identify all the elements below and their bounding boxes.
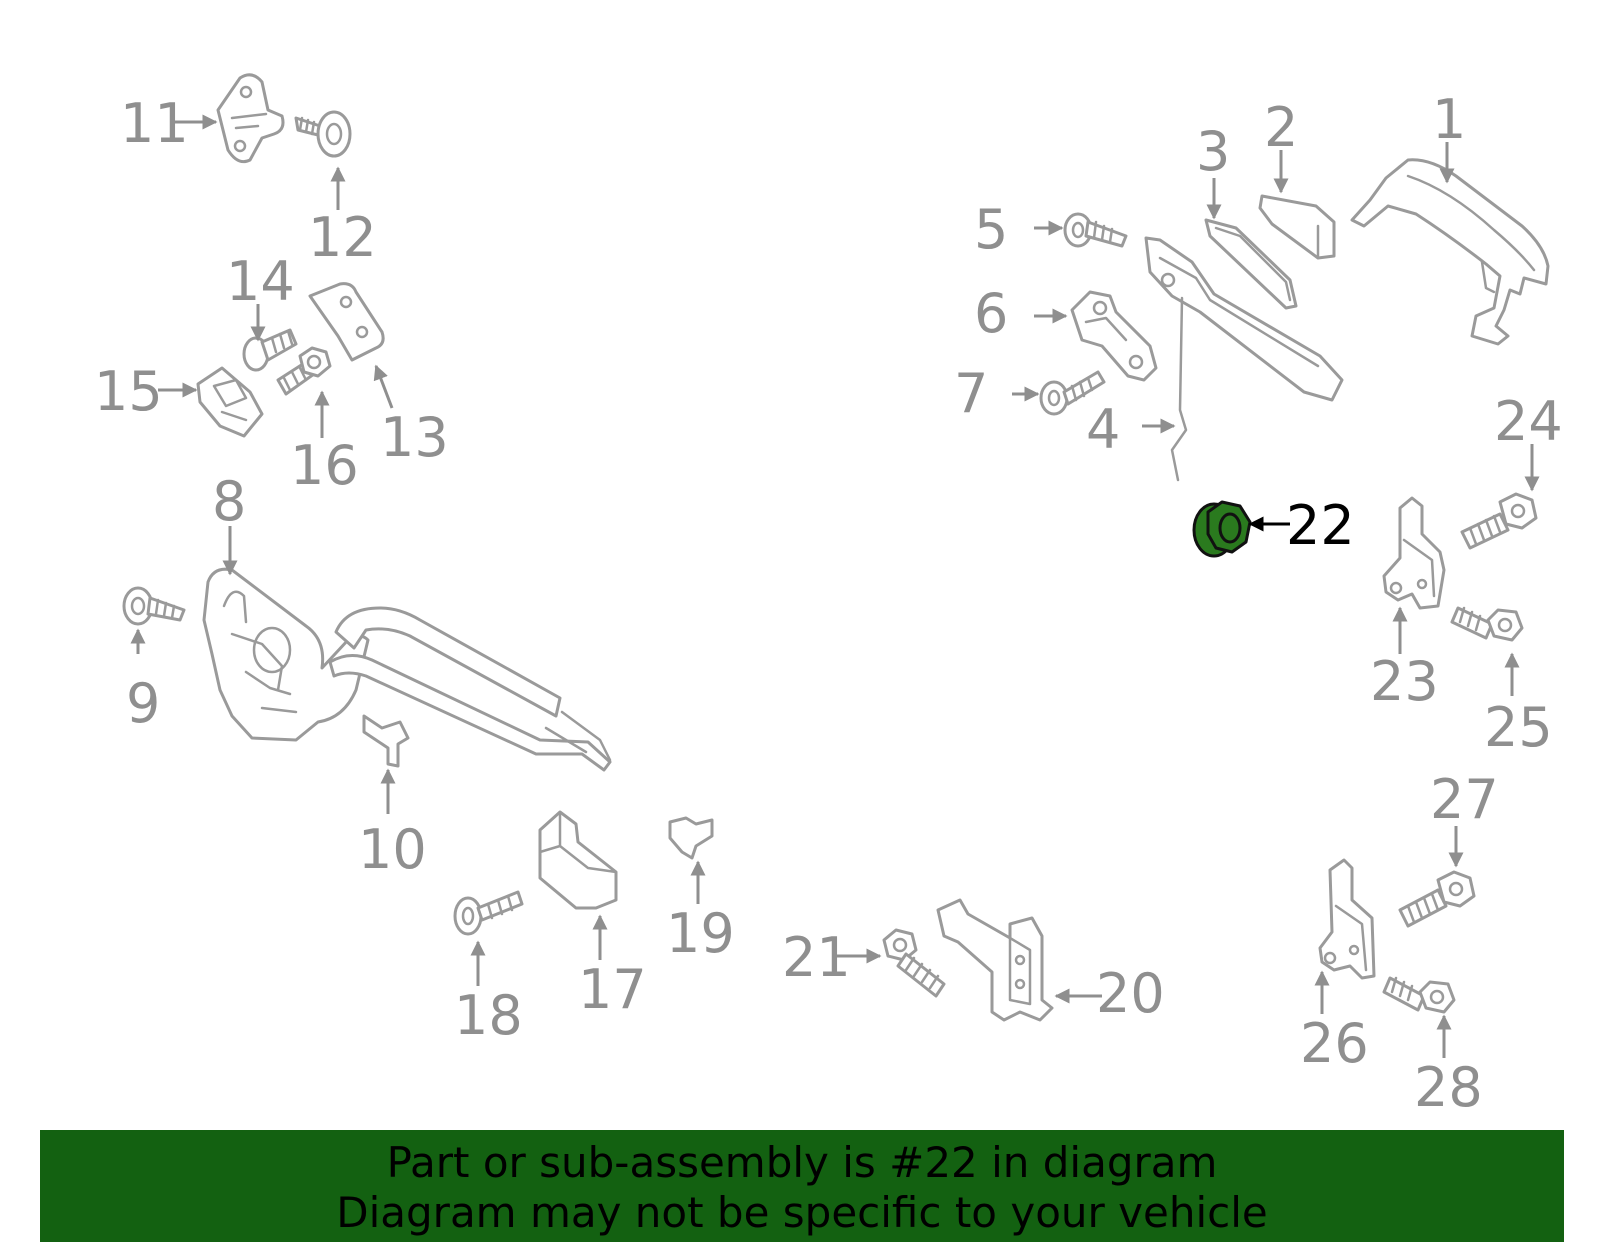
part-3-gasket[interactable]: [1204, 218, 1298, 310]
part-15-latch-bracket[interactable]: [196, 366, 264, 438]
part-11-striker[interactable]: [216, 73, 285, 164]
callout-23: 23: [1370, 650, 1439, 713]
callout-17: 17: [578, 958, 647, 1021]
banner-line-1: Part or sub-assembly is #22 in diagram: [386, 1138, 1218, 1187]
callout-20: 20: [1096, 962, 1165, 1025]
part-5-screw[interactable]: [1063, 212, 1128, 248]
part-7-screw[interactable]: [1039, 370, 1106, 416]
callout-15: 15: [94, 360, 163, 423]
part-16-bolt[interactable]: [276, 346, 332, 396]
callout-18: 18: [454, 984, 523, 1047]
callout-labels: 1 2 3 4 5 6 7 8 9 10 11 12 13 14 15 16 1…: [94, 88, 1563, 1119]
part-2-pad[interactable]: [1258, 194, 1336, 260]
part-28-bolt[interactable]: [1382, 976, 1456, 1014]
callout-21: 21: [782, 926, 851, 989]
part-19-clip[interactable]: [668, 816, 714, 860]
part-17-cover[interactable]: [538, 810, 618, 910]
callout-arrows: [130, 114, 1540, 1058]
callout-25: 25: [1484, 696, 1553, 759]
part-18-screw[interactable]: [453, 890, 524, 936]
callout-26: 26: [1300, 1012, 1369, 1075]
part-26-hinge[interactable]: [1318, 858, 1376, 980]
part-6-carrier[interactable]: [1070, 290, 1158, 382]
callout-12: 12: [308, 206, 377, 269]
callout-8: 8: [212, 470, 246, 533]
callout-27: 27: [1430, 768, 1499, 831]
part-25-bolt[interactable]: [1450, 606, 1524, 642]
part-13-bracket[interactable]: [308, 282, 385, 362]
part-12-screw[interactable]: [294, 110, 352, 158]
callout-11: 11: [120, 92, 189, 155]
callout-7: 7: [954, 362, 988, 425]
callout-9: 9: [126, 672, 160, 735]
callout-1: 1: [1432, 88, 1466, 151]
callout-14: 14: [226, 250, 295, 313]
callout-3: 3: [1196, 120, 1230, 183]
part-9-screw[interactable]: [122, 586, 186, 626]
part-20-door-check[interactable]: [936, 898, 1054, 1022]
callout-6: 6: [974, 282, 1008, 345]
callout-22-highlighted: 22: [1286, 494, 1355, 557]
callout-10: 10: [358, 818, 427, 881]
part-27-bolt[interactable]: [1398, 870, 1476, 928]
part-14-bolt[interactable]: [242, 328, 298, 372]
part-23-hinge[interactable]: [1382, 496, 1446, 610]
callout-19: 19: [666, 902, 735, 965]
part-4-rod[interactable]: [1144, 236, 1344, 482]
part-10-clip[interactable]: [362, 714, 410, 768]
callout-13: 13: [380, 406, 449, 469]
callout-28: 28: [1414, 1056, 1483, 1119]
callout-4: 4: [1086, 398, 1120, 461]
callout-24: 24: [1494, 390, 1563, 453]
callout-5: 5: [974, 198, 1008, 261]
info-banner: Part or sub-assembly is #22 in diagram D…: [40, 1130, 1564, 1242]
callout-16: 16: [290, 434, 359, 497]
part-22-nut[interactable]: [1192, 500, 1252, 558]
part-24-bolt[interactable]: [1460, 492, 1538, 550]
part-21-bolt[interactable]: [882, 928, 946, 998]
part-1-outside-handle[interactable]: [1350, 158, 1550, 346]
banner-line-2: Diagram may not be specific to your vehi…: [336, 1188, 1268, 1237]
callout-2: 2: [1264, 96, 1298, 159]
